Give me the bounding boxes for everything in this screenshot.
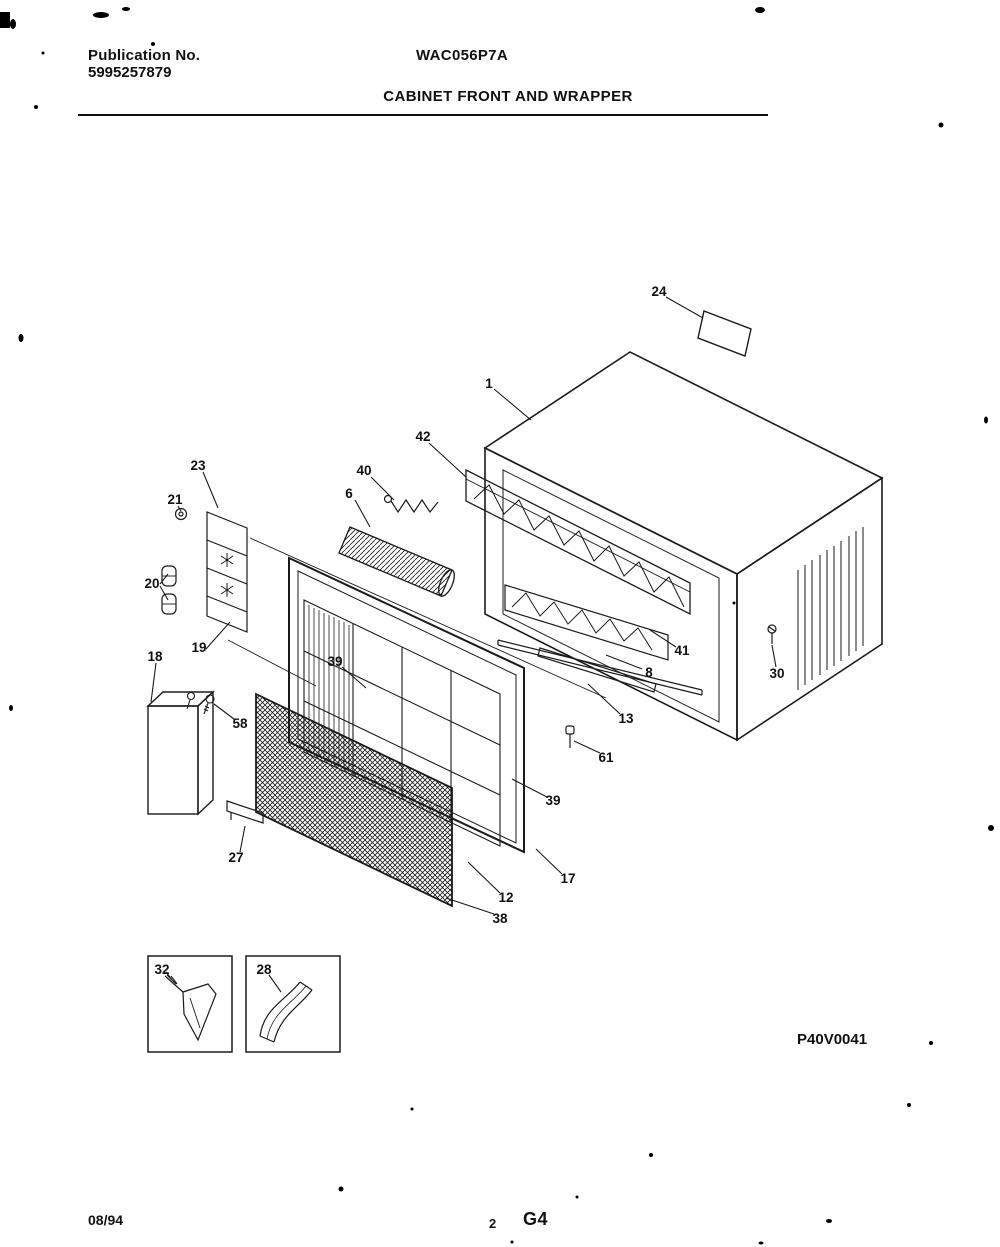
inset-box-part-32: [147, 955, 233, 1053]
washer-part-21: [174, 507, 188, 521]
callout-40: 40: [356, 463, 371, 478]
seal-roller-part-6: [338, 526, 455, 597]
callout-32: 32: [154, 962, 169, 977]
callout-38: 38: [492, 911, 508, 926]
callout-30: 30: [769, 666, 784, 681]
callout-1: 1: [485, 376, 493, 391]
callout-19: 19: [191, 640, 206, 655]
diagram-code: P40V0041: [797, 1031, 868, 1048]
footer-date: 08/94: [88, 1212, 124, 1228]
footer-grid-code: G4: [523, 1209, 549, 1229]
callout-28: 28: [256, 962, 272, 977]
side-curtain-parts-19-23: [206, 511, 248, 633]
nameplate-part-24: [697, 310, 752, 357]
leader-lines: [150, 296, 777, 993]
callout-13: 13: [618, 711, 634, 726]
callout-20: 20: [144, 576, 159, 591]
callout-12: 12: [498, 890, 513, 905]
screws-part-58: [186, 691, 215, 715]
publication-number: 5995257879: [88, 64, 172, 81]
screw-part-30: [767, 624, 777, 644]
callout-21: 21: [167, 492, 183, 507]
callout-24: 24: [651, 284, 667, 299]
callout-39a: 39: [327, 654, 342, 669]
inner-channel-parts-8-41-13: [497, 584, 703, 696]
scan-artifacts: [0, 7, 994, 1245]
callout-41: 41: [674, 643, 690, 658]
model-number: WAC056P7A: [416, 47, 508, 64]
assembly-guide-lines: [227, 537, 607, 699]
air-filter-part-38: [255, 692, 453, 908]
callout-6: 6: [345, 486, 353, 501]
bracket-part-27: [226, 800, 264, 824]
callout-27: 27: [228, 850, 243, 865]
callout-17: 17: [560, 871, 575, 886]
callout-58: 58: [232, 716, 248, 731]
callout-61: 61: [598, 750, 614, 765]
clips-part-20: [161, 565, 177, 615]
callouts: 24 1 42 40 6 23 21 20 19 18 58 39 41 30 …: [144, 284, 784, 977]
curtain-channel-part-42: [465, 468, 691, 616]
callout-39b: 39: [545, 793, 560, 808]
page-title: CABINET FRONT AND WRAPPER: [383, 88, 633, 105]
clip-part-61: [565, 725, 575, 748]
inset-box-part-28: [245, 955, 341, 1053]
callout-23: 23: [190, 458, 206, 473]
callout-42: 42: [415, 429, 430, 444]
footer-page-number: 2: [489, 1216, 497, 1231]
title-underline: [78, 114, 768, 116]
cabinet-wrapper-part-1: [483, 351, 884, 742]
spring-part-40: [383, 494, 439, 514]
front-frame-part-17: [288, 556, 525, 854]
publication-label: Publication No.: [88, 47, 201, 64]
side-vent-slats: [797, 527, 864, 690]
callout-18: 18: [147, 649, 163, 664]
side-box-part-18: [146, 690, 215, 816]
callout-8: 8: [645, 665, 653, 680]
